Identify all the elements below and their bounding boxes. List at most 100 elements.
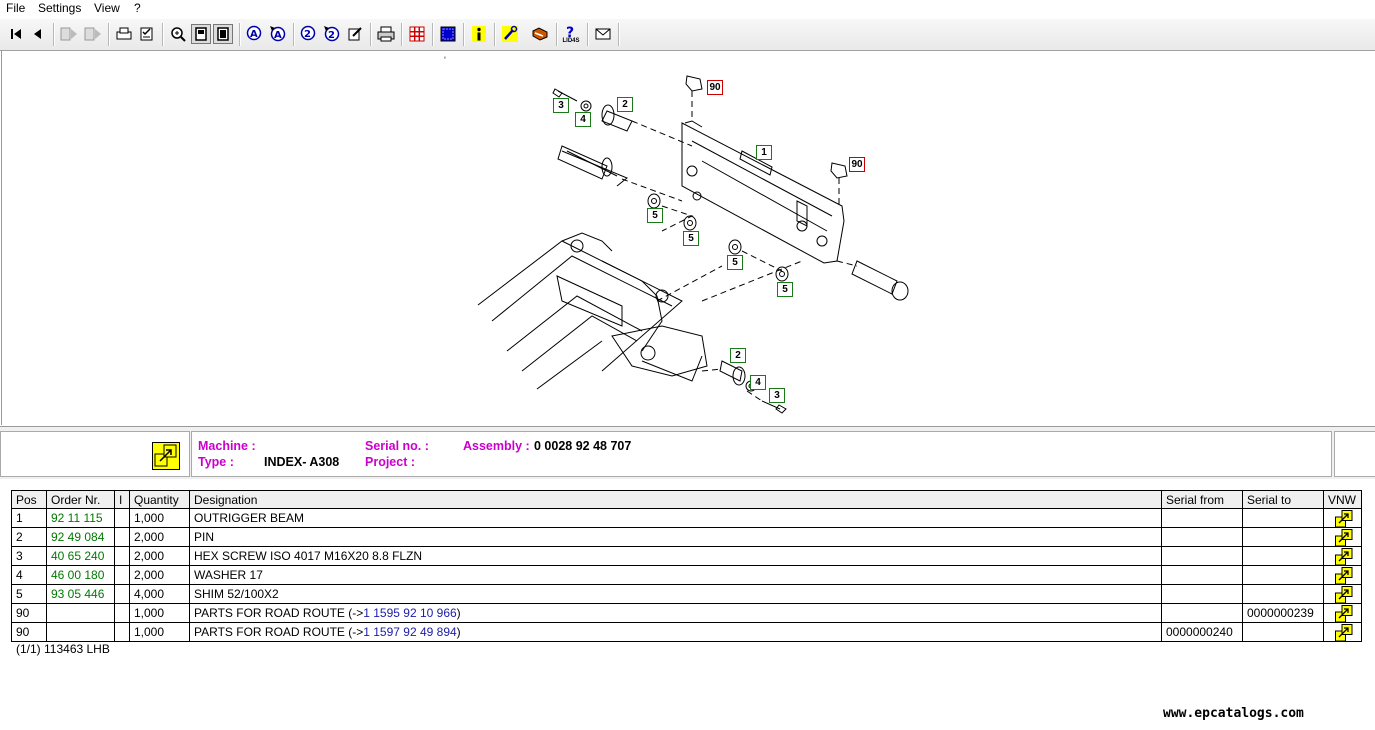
callout-4-top[interactable]: 4 bbox=[575, 112, 591, 127]
i-cell bbox=[114, 565, 130, 585]
svg-text:?: ? bbox=[566, 25, 574, 38]
order-nr-cell[interactable]: 93 05 446 bbox=[46, 584, 115, 604]
callout-4-bottom[interactable]: 4 bbox=[750, 375, 766, 390]
find-2-next-icon[interactable]: 2 bbox=[322, 24, 342, 44]
col-order-nr[interactable]: Order Nr. bbox=[46, 490, 115, 509]
previous-page-icon[interactable] bbox=[28, 24, 48, 44]
grid-icon[interactable] bbox=[407, 24, 427, 44]
serial-to-cell bbox=[1242, 565, 1324, 585]
serial-from-cell bbox=[1161, 527, 1243, 547]
toolbar: A A 2 2 ? LID4S bbox=[0, 19, 1375, 51]
tools-icon[interactable] bbox=[500, 24, 520, 44]
col-pos[interactable]: Pos bbox=[11, 490, 47, 509]
menu-file[interactable]: File bbox=[6, 1, 26, 15]
info-icon[interactable] bbox=[469, 24, 489, 44]
vnw-cell bbox=[1323, 565, 1362, 585]
vnw-link-icon[interactable] bbox=[1334, 510, 1352, 528]
zoom-icon[interactable] bbox=[168, 24, 188, 44]
callout-1[interactable]: 1 bbox=[756, 145, 772, 160]
order-nr-cell[interactable] bbox=[46, 603, 115, 623]
col-designation[interactable]: Designation bbox=[189, 490, 1162, 509]
callout-3-bottom[interactable]: 3 bbox=[769, 388, 785, 403]
callout-5-a[interactable]: 5 bbox=[647, 208, 663, 223]
quantity-cell: 1,000 bbox=[129, 603, 190, 623]
info-left-panel bbox=[0, 431, 190, 477]
serial-from-cell bbox=[1161, 565, 1243, 585]
vnw-cell bbox=[1323, 508, 1362, 528]
order-nr-cell[interactable] bbox=[46, 622, 115, 642]
order-nr-cell[interactable]: 92 49 084 bbox=[46, 527, 115, 547]
find-2-icon[interactable]: 2 bbox=[299, 24, 319, 44]
edit-icon[interactable] bbox=[345, 24, 365, 44]
designation-cell: OUTRIGGER BEAM bbox=[189, 508, 1162, 528]
assembly-label: Assembly : bbox=[463, 439, 530, 453]
serial-to-cell bbox=[1242, 622, 1324, 642]
blue-square-icon[interactable] bbox=[438, 24, 458, 44]
first-page-icon[interactable] bbox=[6, 24, 26, 44]
assembly-link[interactable]: 1 1597 92 49 894 bbox=[363, 625, 457, 639]
callout-2-top[interactable]: 2 bbox=[617, 97, 633, 112]
vnw-cell bbox=[1323, 546, 1362, 566]
vnw-cell bbox=[1323, 603, 1362, 623]
order-nr-cell[interactable]: 40 65 240 bbox=[46, 546, 115, 566]
vnw-link-icon[interactable] bbox=[1334, 586, 1352, 604]
col-quantity[interactable]: Quantity bbox=[129, 490, 190, 509]
order-nr-cell[interactable]: 46 00 180 bbox=[46, 565, 115, 585]
assembly-link[interactable]: 1 1595 92 10 966 bbox=[363, 606, 457, 620]
svg-text:A: A bbox=[250, 29, 258, 40]
vnw-link-icon[interactable] bbox=[1334, 624, 1352, 642]
quantity-cell: 2,000 bbox=[129, 527, 190, 547]
checklist-icon[interactable] bbox=[137, 24, 157, 44]
i-cell bbox=[114, 546, 130, 566]
printer-icon[interactable] bbox=[376, 24, 396, 44]
col-serial-to[interactable]: Serial to bbox=[1242, 490, 1324, 509]
page-icon[interactable] bbox=[191, 24, 211, 44]
vnw-link-icon[interactable] bbox=[1334, 567, 1352, 585]
forward-icon[interactable] bbox=[83, 24, 103, 44]
back-icon[interactable] bbox=[59, 24, 79, 44]
serial-from-cell: 0000000240 bbox=[1161, 622, 1243, 642]
callout-5-d[interactable]: 5 bbox=[777, 282, 793, 297]
order-nr-cell[interactable]: 92 11 115 bbox=[46, 508, 115, 528]
find-a-icon[interactable]: A bbox=[245, 24, 265, 44]
exploded-view-drawing[interactable]: ‘ bbox=[1, 51, 1375, 425]
callout-5-c[interactable]: 5 bbox=[727, 255, 743, 270]
menu-settings[interactable]: Settings bbox=[38, 1, 82, 15]
open-assembly-icon[interactable] bbox=[152, 442, 180, 470]
callout-90-top[interactable]: 90 bbox=[707, 80, 723, 95]
find-a-next-icon[interactable]: A bbox=[268, 24, 288, 44]
callout-90-right[interactable]: 90 bbox=[849, 157, 865, 172]
vnw-link-icon[interactable] bbox=[1334, 605, 1352, 623]
vnw-link-icon[interactable] bbox=[1334, 548, 1352, 566]
callout-3-top[interactable]: 3 bbox=[553, 98, 569, 113]
mail-icon[interactable] bbox=[593, 24, 613, 44]
designation-text: WASHER 17 bbox=[194, 568, 263, 582]
designation-cell: HEX SCREW ISO 4017 M16X20 8.8 FLZN bbox=[189, 546, 1162, 566]
menu-help[interactable]: ? bbox=[134, 1, 141, 15]
designation-end: ) bbox=[456, 625, 461, 639]
col-vnw[interactable]: VNW bbox=[1323, 490, 1362, 509]
ld-help-icon[interactable]: ? LID4S bbox=[561, 22, 581, 46]
col-i[interactable]: I bbox=[114, 490, 130, 509]
designation-cell: WASHER 17 bbox=[189, 565, 1162, 585]
col-serial-from[interactable]: Serial from bbox=[1161, 490, 1243, 509]
parts-diagram: ‘ bbox=[444, 55, 909, 414]
serial-from-cell bbox=[1161, 546, 1243, 566]
vnw-link-icon[interactable] bbox=[1334, 529, 1352, 547]
print-preview-icon[interactable] bbox=[114, 24, 134, 44]
svg-text:A: A bbox=[274, 30, 282, 41]
quantity-cell: 2,000 bbox=[129, 546, 190, 566]
handshake-icon[interactable] bbox=[530, 24, 550, 44]
page-fit-icon[interactable] bbox=[213, 24, 233, 44]
callout-2-bottom[interactable]: 2 bbox=[730, 348, 746, 363]
menu-view[interactable]: View bbox=[94, 1, 120, 15]
watermark-text: www.epcatalogs.com bbox=[1163, 706, 1304, 721]
callout-5-b[interactable]: 5 bbox=[683, 231, 699, 246]
